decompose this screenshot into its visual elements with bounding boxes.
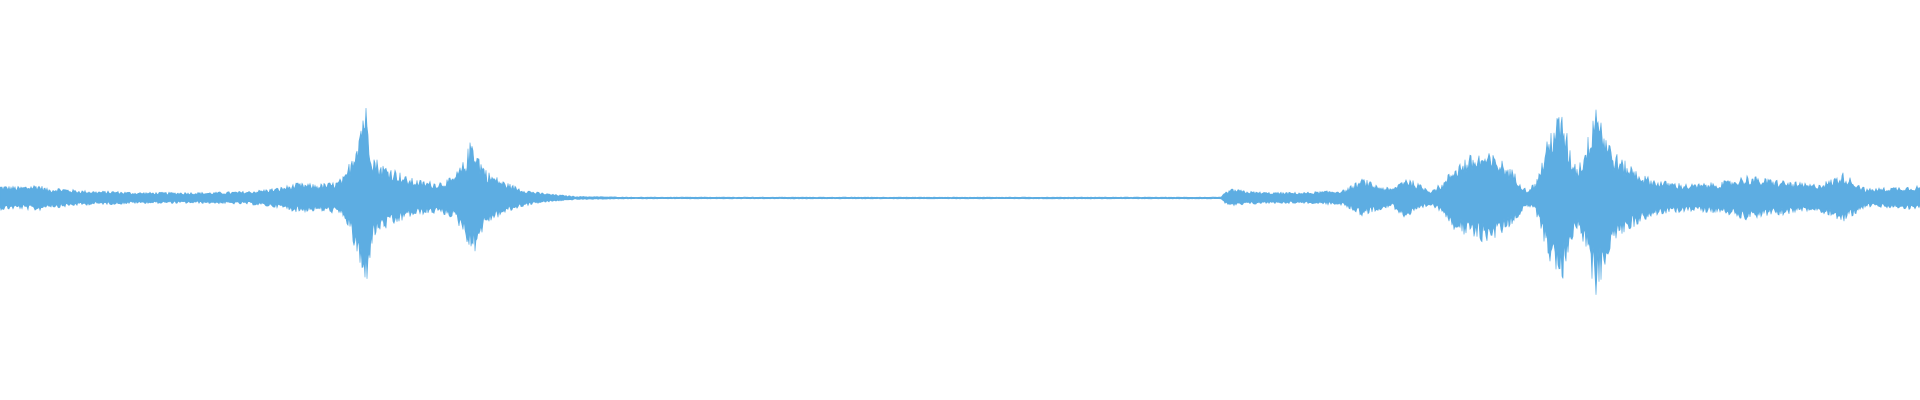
waveform-fill <box>0 107 1920 295</box>
